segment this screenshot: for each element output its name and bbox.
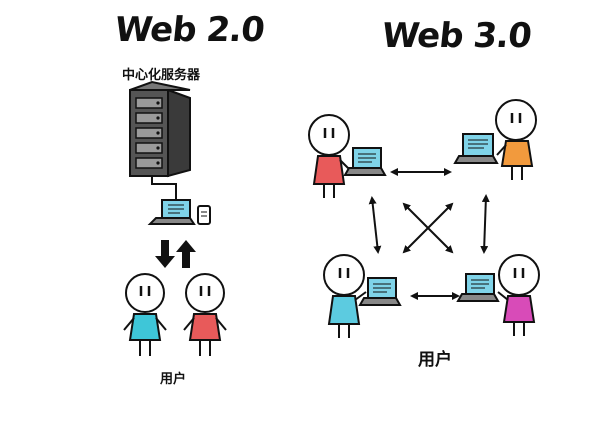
web3-peer-magenta [497, 254, 540, 336]
web2-users-label: 用户 [160, 372, 187, 387]
laptop-icon-bl [358, 277, 402, 306]
arrow-diag-2 [402, 202, 454, 254]
web2-user-red [183, 273, 227, 356]
arrow-right [480, 194, 490, 254]
web2-user-cyan [123, 273, 167, 356]
laptop-icon-tr [453, 133, 499, 164]
web3-peer-orange [495, 99, 537, 180]
laptop-icon [147, 199, 196, 225]
up-arrow-icon [176, 240, 196, 268]
phone-icon [197, 205, 211, 225]
p2p-arrows [368, 168, 490, 300]
down-arrow-icon [155, 240, 175, 268]
server-icon [129, 80, 191, 178]
laptop-icon-tl [343, 147, 387, 176]
cable-line [151, 176, 177, 200]
web3-peer-cyan [323, 254, 367, 338]
web3-peer-red [308, 114, 351, 198]
laptop-icon-br [456, 273, 500, 302]
server-label: 中心化服务器 [122, 68, 201, 83]
web3-users-label: 用户 [418, 350, 452, 370]
arrow-left [368, 196, 382, 254]
